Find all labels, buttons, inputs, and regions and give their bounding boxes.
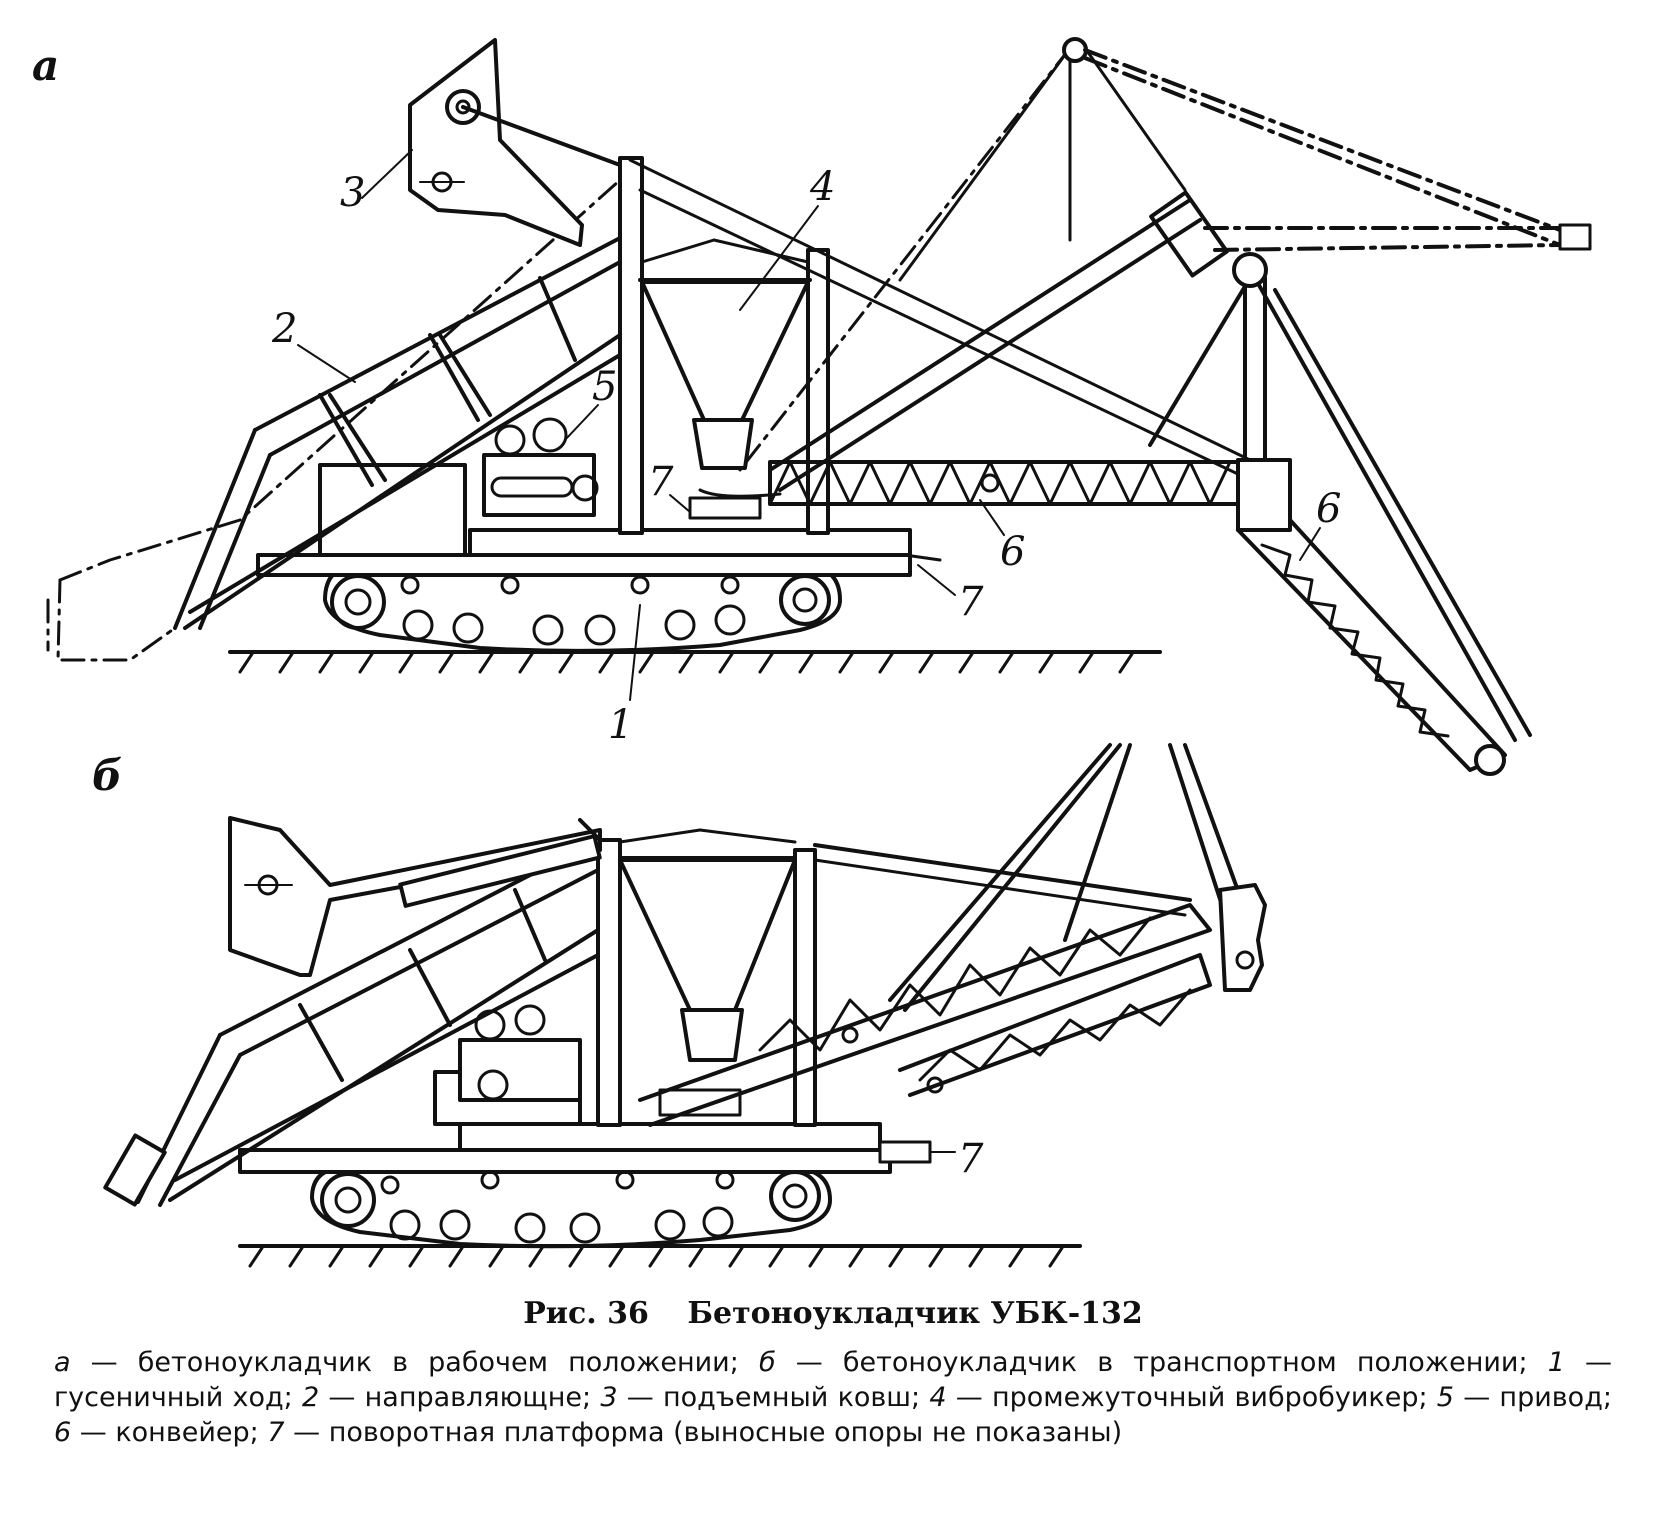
mast-b — [888, 743, 1247, 1012]
vibro-hopper-b — [618, 858, 797, 1012]
legend-key-6: 6 — [54, 1417, 72, 1448]
lifting-bucket-a — [408, 38, 584, 247]
raised-boom-dashed-a — [738, 46, 1187, 472]
legend-key-7: 7 — [267, 1417, 285, 1448]
legend-text-2: направляющне; — [364, 1382, 592, 1413]
drive-unit-b — [458, 1004, 582, 1102]
legend-key-a: а — [54, 1347, 71, 1378]
legend-key-3: 3 — [600, 1382, 618, 1413]
boom-head-b — [1218, 883, 1267, 992]
legend-text-b: бетоноукладчик в транспортном положении; — [842, 1347, 1528, 1378]
crawler-track-a — [323, 563, 842, 653]
figure-caption: Рис. 36 Бетоноукладчик УБК-132 а — бетон… — [48, 1296, 1618, 1450]
label-a-7-lower: 7 — [958, 579, 984, 625]
panel-a-drawing: а 3 2 4 5 7 6 6 7 1 — [32, 37, 1592, 776]
idler-wheel-a — [779, 574, 831, 626]
figure-number: Рис. 36 — [523, 1296, 649, 1331]
legend-key-2: 2 — [302, 1382, 320, 1413]
label-a-5: 5 — [592, 364, 617, 410]
drive-sprocket-a — [330, 574, 386, 630]
legend-text-1: гусеничный ход; — [54, 1382, 293, 1413]
front-column-b — [596, 838, 622, 1127]
rotating-platform-b — [238, 1148, 892, 1174]
road-wheels-a — [400, 575, 746, 646]
boom-pulley-a — [1232, 252, 1268, 288]
idler-wheel-b — [769, 1170, 821, 1222]
legend-text-7: поворотная платформа (выносные опоры не … — [328, 1417, 1123, 1448]
label-a-3: 3 — [340, 170, 365, 216]
legend-text-a: бетоноукладчик в рабочем положении; — [137, 1347, 739, 1378]
ground-hatch-b — [248, 1246, 1064, 1268]
folded-conveyor-b — [638, 903, 1212, 1127]
road-wheels-b — [380, 1170, 735, 1244]
upper-conveyor-belt-a — [768, 190, 1229, 492]
legend-key-4: 4 — [929, 1382, 947, 1413]
skip-guides-a — [173, 236, 622, 630]
label-a-4: 4 — [809, 164, 835, 210]
legend-text-6: конвейер; — [115, 1417, 259, 1448]
drive-unit-a — [482, 417, 599, 517]
drive-sprocket-b — [320, 1172, 376, 1228]
skip-lower-position-a — [46, 178, 622, 662]
label-a-6-inclined: 6 — [1316, 486, 1341, 532]
horizontal-conveyor-a — [768, 460, 1242, 506]
panel-label-b: б — [92, 751, 122, 800]
rotating-platform-a — [256, 553, 912, 577]
caption-legend: а — бетоноукладчик в рабочем положении; … — [54, 1347, 1612, 1448]
label-a-6-horizontal: 6 — [1000, 529, 1025, 575]
legend-key-b: б — [758, 1347, 776, 1378]
rear-column-b — [793, 848, 817, 1127]
legend-text-3: подъемный ковш; — [662, 1382, 921, 1413]
vibro-hopper-a — [640, 280, 810, 422]
label-a-7-upper: 7 — [648, 459, 674, 505]
label-a-1: 1 — [608, 702, 633, 748]
legend-key-1: 1 — [1547, 1347, 1565, 1378]
concrete-placer-diagram: а 3 2 4 5 7 6 6 7 1 — [32, 37, 1592, 1268]
boom-mast-a — [1148, 276, 1532, 742]
legend-key-5: 5 — [1436, 1382, 1454, 1413]
crawler-track-b — [310, 1166, 832, 1249]
figure-title: Бетоноукладчик УБК-132 — [687, 1296, 1143, 1331]
label-a-2: 2 — [271, 306, 297, 352]
front-column-a — [618, 156, 644, 535]
inclined-conveyor-a — [1236, 458, 1507, 776]
engine-housing-a — [318, 463, 467, 557]
panel-label-a: а — [32, 41, 59, 90]
label-b-7: 7 — [958, 1136, 984, 1182]
ground-hatch-a — [238, 652, 1134, 674]
legend-text-4: промежуточный вибробуикер; — [991, 1382, 1428, 1413]
panel-b-drawing: б 7 — [92, 743, 1267, 1268]
caption-title: Рис. 36 Бетоноукладчик УБК-132 — [48, 1296, 1618, 1331]
legend-text-5: привод; — [1499, 1382, 1612, 1413]
